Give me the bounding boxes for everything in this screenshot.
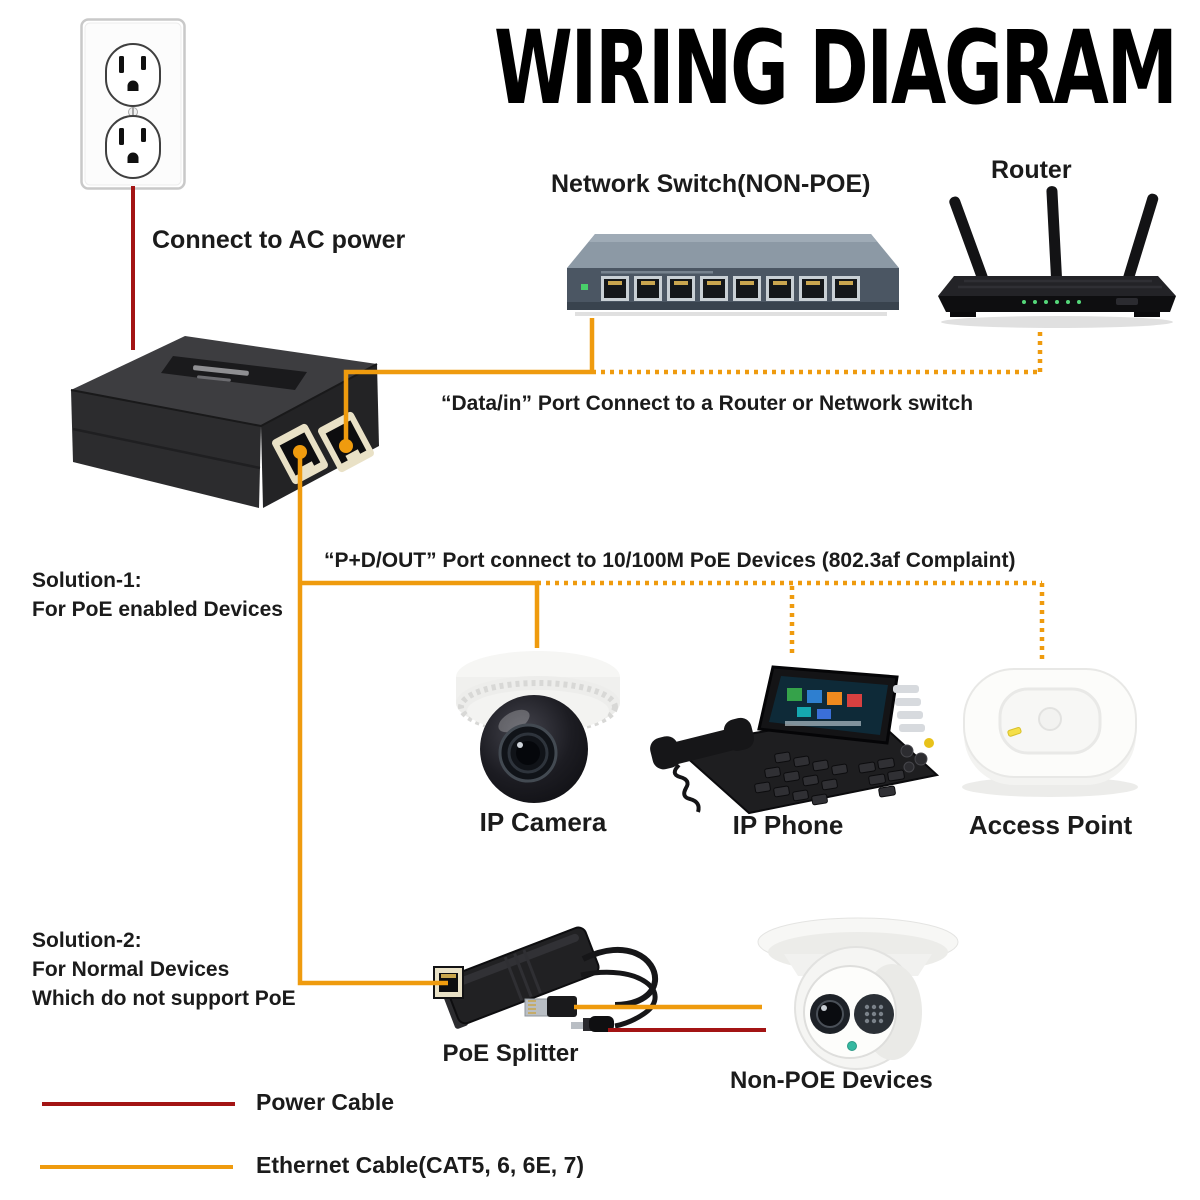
- solution-2-note: Solution-2: For Normal Devices Which do …: [32, 926, 296, 1013]
- network-switch-label: Network Switch(NON-POE): [551, 170, 871, 198]
- router-antenna-middle: [1046, 186, 1062, 283]
- phone-keypad: [754, 751, 905, 806]
- router-label: Router: [991, 156, 1072, 184]
- poe-splitter-illustration: [433, 926, 659, 1032]
- router-antenna-right: [1123, 193, 1159, 283]
- ip-camera-label: IP Camera: [479, 807, 607, 837]
- ethernet-wire-router-dashed: [592, 330, 1043, 375]
- connect-ac-note: Connect to AC power: [152, 226, 406, 254]
- ip-camera-illustration: [456, 651, 620, 803]
- wall-outlet-illustration: [80, 18, 186, 190]
- ip-phone-label: IP Phone: [732, 810, 844, 840]
- phone-screen-icons: [785, 688, 862, 726]
- splitter-rj45-plug: [524, 996, 577, 1017]
- ethernet-wire-camera-branch: [300, 580, 540, 648]
- solution-2-line3: Which do not support PoE: [32, 987, 296, 1010]
- solution-2-line1: Solution-2:: [32, 929, 142, 952]
- ip-phone-illustration: [650, 665, 940, 815]
- poe-splitter-label: PoE Splitter: [442, 1040, 579, 1067]
- solution-2-line2: For Normal Devices: [32, 958, 230, 981]
- splitter-rj45-port: [433, 966, 464, 999]
- phone-handset: [650, 717, 755, 770]
- outlet-socket-top: [105, 43, 161, 107]
- splitter-dc-plug: [571, 1016, 614, 1032]
- network-switch-illustration: [567, 234, 899, 316]
- pd-out-note: “P+D/OUT” Port connect to 10/100M PoE De…: [324, 549, 1016, 572]
- ap-status-led: [1007, 727, 1022, 737]
- router-illustration: [938, 186, 1176, 328]
- poe-injector-illustration: [70, 336, 379, 508]
- legend-ethernet-swatch: [40, 1165, 233, 1169]
- router-antenna-left: [949, 196, 988, 283]
- legend-ethernet-label: Ethernet Cable(CAT5, 6, 6E, 7): [256, 1152, 585, 1178]
- solution-1-line2: For PoE enabled Devices: [32, 598, 283, 621]
- solution-1-note: Solution-1: For PoE enabled Devices: [32, 566, 283, 624]
- ethernet-wire-pdout-main: [297, 452, 448, 986]
- access-point-label: Access Point: [968, 810, 1133, 840]
- non-poe-camera-illustration: [757, 917, 959, 1070]
- outlet-socket-bottom: [105, 115, 161, 179]
- legend-power-swatch: [42, 1102, 235, 1106]
- page-title: WIRING DIAGRAM: [494, 9, 1178, 128]
- data-in-note: “Data/in” Port Connect to a Router or Ne…: [441, 392, 974, 415]
- access-point-illustration: [962, 668, 1138, 797]
- solution-1-line1: Solution-1:: [32, 569, 142, 592]
- non-poe-label: Non-POE Devices: [730, 1067, 933, 1094]
- legend-power-label: Power Cable: [256, 1089, 395, 1115]
- switch-ports: [601, 276, 860, 301]
